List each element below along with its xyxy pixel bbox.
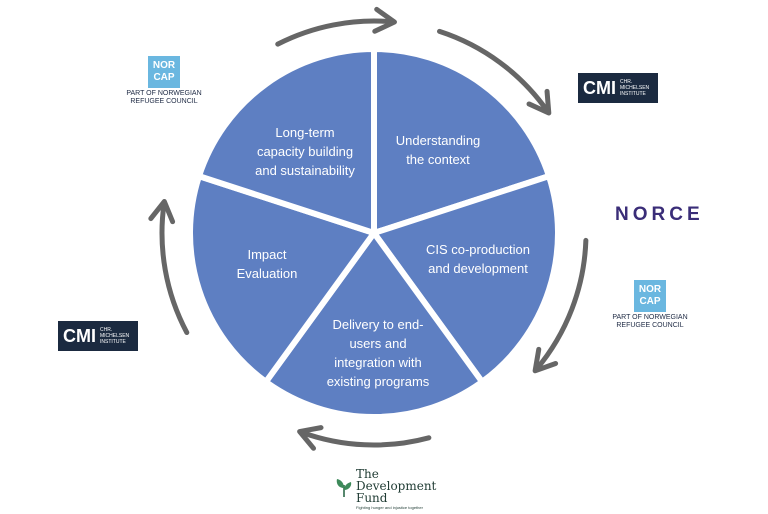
development-fund-tagline: Fighting hunger and injustice together [356,505,423,510]
segment-label-impact-evaluation: Impact Evaluation [236,247,298,281]
norce-logo: NORCE [615,204,704,225]
cmi-logo-top: CMI CHR. MICHELSEN INSTITUTE [578,73,658,103]
segment-understanding-context [371,46,552,236]
arrow-top [275,6,397,47]
cmi-logo-left-mark: CMI [63,325,96,346]
arrow-right [532,237,589,374]
leaf-icon [336,479,352,497]
arrow-left [148,199,190,336]
pie-segments [187,46,561,420]
segment-capacity-building [196,46,377,236]
segment-label-cis-coproduction: CIS co-production and development [425,242,531,276]
norcap-logo-right-subtitle: PART OF NORWEGIAN REFUGEE COUNCIL [612,314,688,329]
cmi-logo-left-subtitle: CHR. MICHELSEN INSTITUTE [100,327,130,345]
arrow-top-right [437,28,552,116]
cmi-logo-top-mark: CMI [583,77,616,98]
development-fund-logo: The Development Fund [356,467,437,505]
cmi-logo-top-subtitle: CHR. MICHELSEN INSTITUTE [620,79,650,97]
segment-delivery [262,230,486,420]
arrow-bottom [297,425,432,451]
norcap-logo-top-subtitle: PART OF NORWEGIAN REFUGEE COUNCIL [126,90,202,105]
norcap-logo-right: NOR CAP [634,280,666,312]
cmi-logo-left: CMI CHR. MICHELSEN INSTITUTE [58,321,138,351]
segment-impact-evaluation [187,173,377,385]
segment-label-understanding-context: Understanding the context [395,133,481,167]
cycle-arrows [148,6,589,451]
segment-cis-coproduction [371,173,561,385]
segment-label-capacity-building: Long-term capacity building and sustaina… [255,125,355,178]
norcap-logo-top: NOR CAP [148,56,180,88]
segment-label-delivery: Delivery to end- users and integration w… [326,317,430,389]
